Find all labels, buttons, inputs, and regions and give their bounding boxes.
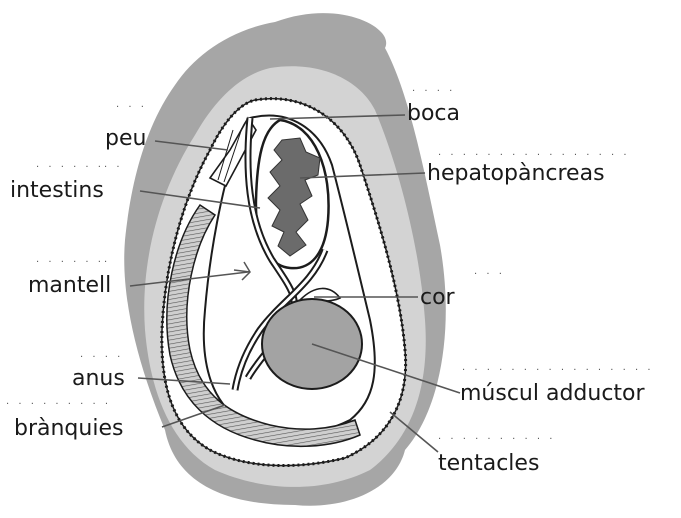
label-peu: peu — [105, 128, 146, 150]
label-anus: anus — [72, 368, 125, 390]
label-branquies: brànquies — [14, 418, 123, 440]
dots-mantell: . . . . . .. — [36, 255, 110, 265]
label-hepatopancreas: hepatopàncreas — [427, 163, 605, 185]
dots-intestins: . . . . . .. . — [36, 160, 123, 170]
label-muscul-adductor: múscul adductor — [460, 383, 645, 405]
label-tentacles: tentacles — [438, 453, 539, 475]
dots-tentacles: . . . . . . . . . . — [438, 432, 555, 442]
dots-hepatopancreas: . . . . . . . . . . . . . . . . — [438, 148, 630, 158]
label-cor: cor — [420, 287, 455, 309]
dots-branquies: . . . . . . . . . — [6, 397, 111, 407]
dots-cor: . . . — [474, 267, 505, 277]
label-boca: boca — [407, 103, 460, 125]
dots-boca: . . . . — [412, 84, 455, 94]
label-mantell: mantell — [28, 275, 111, 297]
dots-anus: . . . . — [80, 350, 123, 360]
dots-peu: . . . — [116, 100, 147, 110]
label-intestins: intestins — [10, 180, 104, 202]
dots-muscul-adductor: . . . . . . . . . . . . . . . . — [462, 363, 654, 373]
